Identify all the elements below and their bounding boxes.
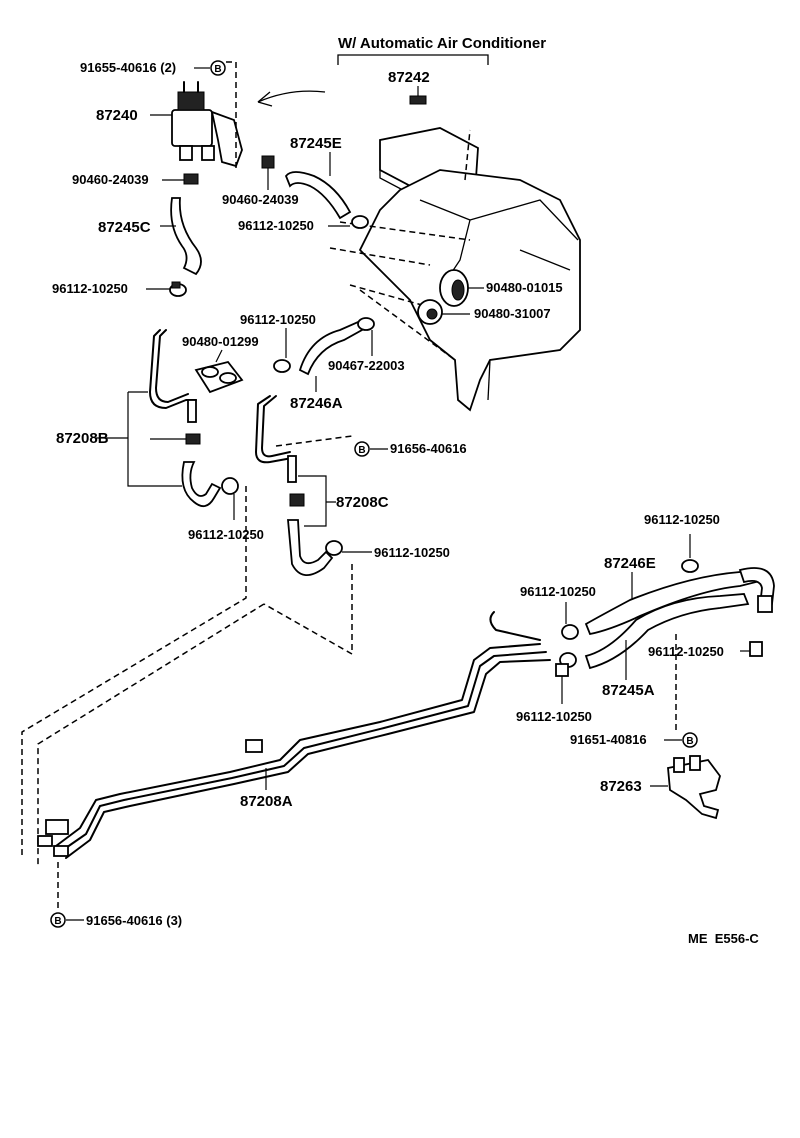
clamp-96112-h-part (749, 641, 763, 657)
title-bracket (337, 54, 489, 65)
dash-91656 (275, 435, 353, 447)
label-96112-10250-f: 96112-10250 (644, 512, 720, 527)
clip-87208C (289, 493, 305, 507)
bolt-marker-2: B (354, 441, 370, 457)
label-90460-24039-a: 90460-24039 (72, 172, 149, 187)
clip-87208B (185, 433, 201, 445)
dash-left-group (21, 486, 247, 858)
pipe-87208B-stub (187, 399, 197, 423)
label-91656-40616-3: 91656-40616 (3) (86, 913, 182, 928)
hose-87245E (284, 171, 352, 220)
label-87246A: 87246A (290, 395, 343, 412)
svg-text:B: B (686, 736, 693, 747)
label-96112-10250-e: 96112-10250 (374, 545, 450, 560)
hose-87208B-lower (181, 461, 222, 508)
svg-text:B: B (358, 445, 365, 456)
label-90460-24039-b: 90460-24039 (222, 192, 299, 207)
clip-90460-b (261, 155, 275, 169)
dash-87240-bolt (226, 61, 237, 168)
hose-87208C-lower (287, 519, 334, 576)
bolt-marker-4: B (682, 732, 698, 748)
label-96112-10250-i: 96112-10250 (516, 709, 592, 724)
leader-90480-01299 (215, 349, 223, 363)
diagram-title: W/ Automatic Air Conditioner (338, 35, 546, 52)
label-96112-10250-b: 96112-10250 (238, 218, 314, 233)
pipe-87208A-end-fitting (37, 819, 69, 857)
label-91651-40816: 91651-40816 (570, 732, 647, 747)
pipe-87208A-top (489, 611, 541, 641)
pipe-87208A-bracket (245, 739, 263, 753)
label-96112-10250-a: 96112-10250 (52, 281, 128, 296)
label-87263: 87263 (600, 778, 642, 795)
label-87240: 87240 (96, 107, 138, 124)
grommet-90480-01299 (194, 360, 244, 394)
bracket-87263 (667, 755, 721, 820)
label-87208A: 87208A (240, 793, 293, 810)
clamp-96112-c (273, 359, 291, 373)
label-96112-10250-g: 96112-10250 (520, 584, 596, 599)
label-91655-40616: 91655-40616 (2) (80, 60, 176, 75)
clamp-near-87246A (357, 317, 375, 331)
label-87245A: 87245A (602, 682, 655, 699)
pipe-87208C-upper-b (261, 395, 291, 458)
clamp-96112-g-part (561, 624, 579, 640)
label-90480-01015: 90480-01015 (486, 280, 563, 295)
hose-elbow-right (738, 567, 775, 613)
label-96112-10250-d: 96112-10250 (188, 527, 264, 542)
label-96112-10250-h: 96112-10250 (648, 644, 724, 659)
pipe-87208C-stub (287, 455, 297, 483)
svg-text:B: B (214, 64, 221, 75)
direction-arrow (257, 90, 326, 103)
label-87245C: 87245C (98, 219, 151, 236)
bracket-87208B (96, 391, 182, 487)
pipe-87208B-upper (149, 329, 197, 409)
pipe-87208C-upper (255, 395, 293, 464)
diagram-code: ME E556-C (688, 931, 759, 946)
water-valve-87240 (171, 81, 243, 168)
clamp-96112-f-part (681, 559, 699, 573)
label-90480-31007: 90480-31007 (474, 306, 551, 321)
label-87208C: 87208C (336, 494, 389, 511)
pipe-87208B-upper-b (155, 329, 189, 403)
label-96112-10250-c: 96112-10250 (240, 312, 316, 327)
hose-87245C (170, 197, 202, 276)
grommet-90480-01015-hole (451, 279, 465, 301)
dash-left-group-b (37, 603, 265, 868)
label-90480-01299: 90480-01299 (182, 334, 259, 349)
pipe-87208A-b (59, 651, 547, 853)
clamp-96112-i-part (555, 663, 569, 677)
dash-87208C-down (263, 564, 353, 656)
clamp-96112-a (169, 281, 187, 297)
clamp-96112-d (221, 477, 239, 495)
pipe-87208A-c (65, 659, 551, 859)
clamp-96112-e (325, 540, 343, 556)
clip-87242 (409, 95, 427, 105)
label-87242: 87242 (388, 69, 430, 86)
svg-text:B: B (54, 916, 61, 927)
label-87208B: 87208B (56, 430, 109, 447)
label-90467-22003: 90467-22003 (328, 358, 405, 373)
bracket-87208C (298, 475, 336, 527)
bolt-marker-1: B (210, 60, 226, 76)
direction-arrow-head (257, 91, 273, 107)
clamp-96112-b (351, 215, 369, 229)
label-91656-40616: 91656-40616 (390, 441, 467, 456)
label-87246E: 87246E (604, 555, 656, 572)
label-87245E: 87245E (290, 135, 342, 152)
pipe-87208A (55, 643, 541, 847)
grommet-90480-31007-hole (426, 308, 438, 320)
clip-90460-a (183, 173, 199, 185)
bolt-marker-3: B (50, 912, 66, 928)
